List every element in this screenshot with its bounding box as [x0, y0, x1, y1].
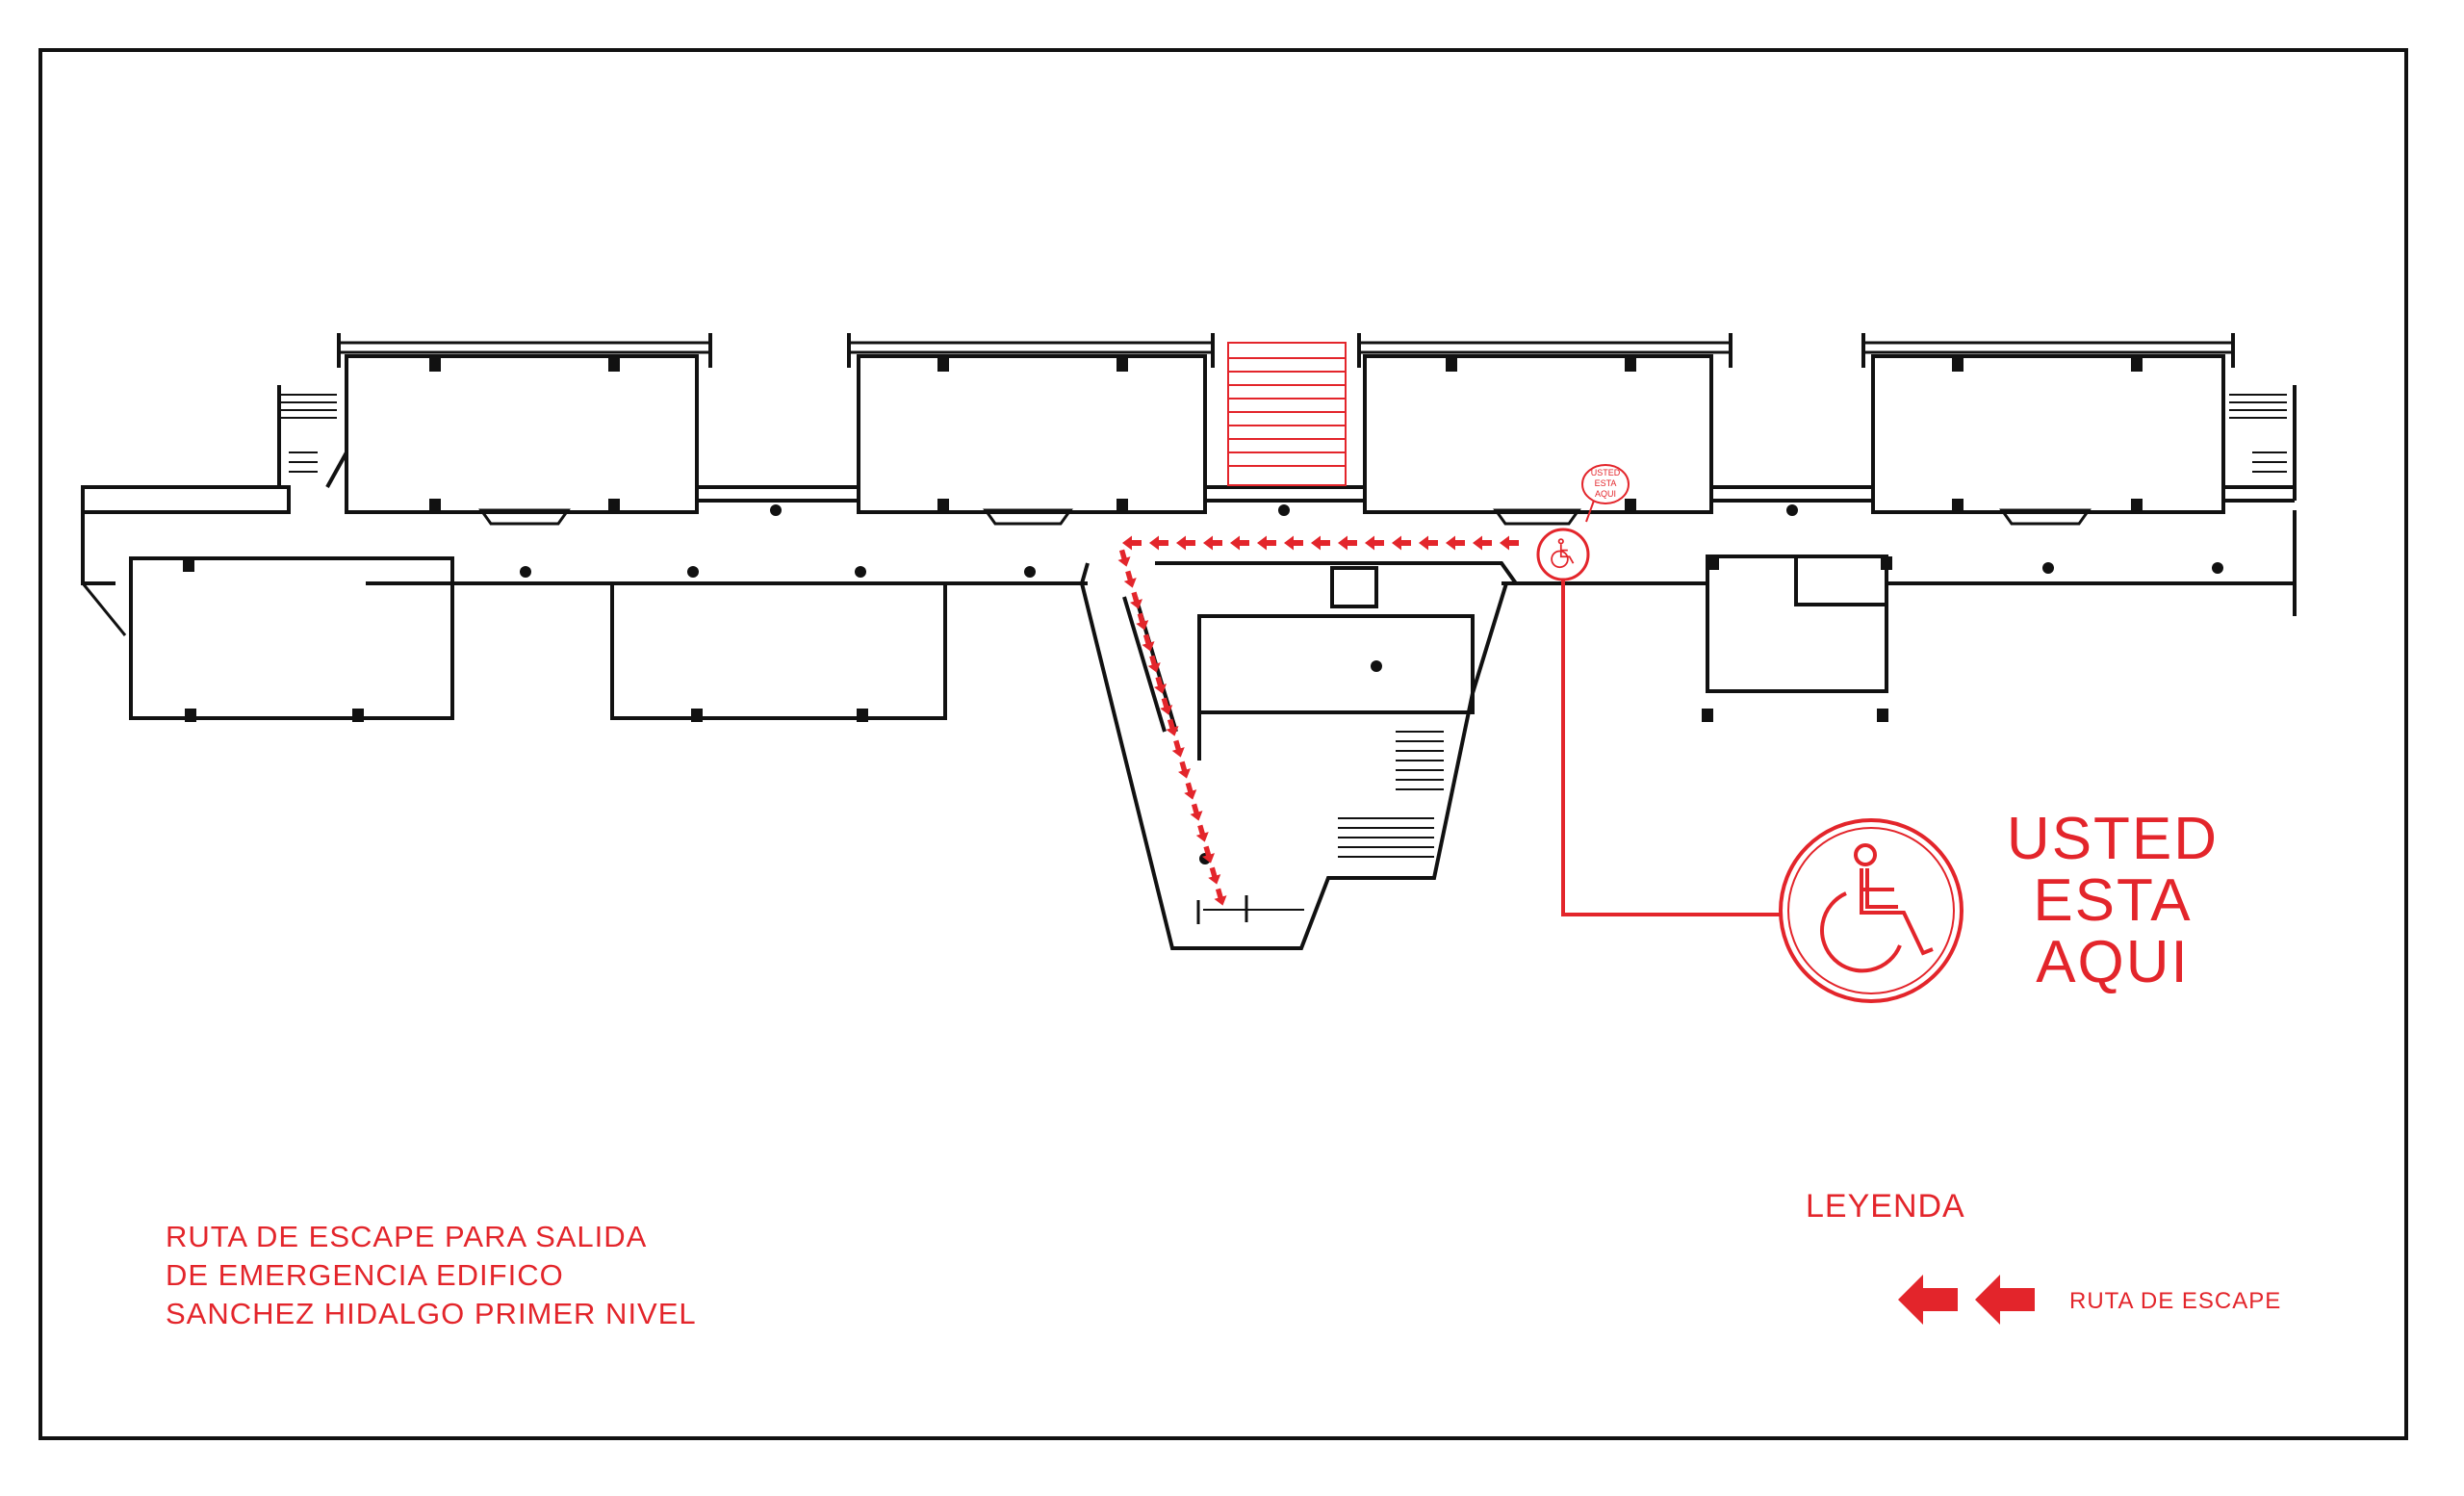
wall-units [478, 508, 2092, 526]
small-label-line-2: ESTA [1595, 478, 1617, 488]
route-arrow [1500, 535, 1519, 551]
route-arrow [1166, 718, 1179, 736]
route-arrow [1136, 612, 1149, 631]
route-arrow [1123, 570, 1137, 588]
route-arrow [1392, 535, 1411, 551]
route-arrow [1446, 535, 1465, 551]
route-arrow [1195, 824, 1209, 842]
right-stair [2229, 394, 2287, 473]
title-line-2: DE EMERGENCIA EDIFICO [166, 1258, 564, 1292]
title-line-3: SANCHEZ HIDALGO PRIMER NIVEL [166, 1297, 697, 1330]
route-arrow [1473, 535, 1492, 551]
map-border [38, 48, 2408, 1440]
you-are-here-line-2: ESTA [2033, 867, 2193, 934]
route-arrow [1160, 697, 1173, 715]
route-arrow [1122, 535, 1142, 551]
top-room-4 [1861, 333, 2235, 514]
route-arrow [1203, 535, 1222, 551]
route-arrow [1338, 535, 1357, 551]
main-stairwell [1227, 342, 1347, 486]
route-arrow [1230, 535, 1249, 551]
route-arrow [1214, 888, 1227, 906]
route-arrow [1178, 761, 1191, 779]
route-arrow [1190, 803, 1203, 821]
legend-title: LEYENDA [1806, 1188, 1965, 1225]
building-floor-plan [81, 333, 2297, 950]
central-stair [1338, 731, 1444, 858]
map-title: RUTA DE ESCAPE PARA SALIDA DE EMERGENCIA… [166, 1218, 697, 1333]
route-arrow [1117, 549, 1131, 567]
you-are-here-line-1: USTED [2006, 806, 2220, 872]
legend-item-label: RUTA DE ESCAPE [2069, 1288, 2282, 1314]
route-arrow [1419, 535, 1438, 551]
route-arrow [1130, 591, 1142, 609]
structural-columns [183, 358, 2143, 722]
route-arrow [1171, 739, 1185, 758]
top-room-3 [1357, 333, 1732, 514]
top-room-2 [847, 333, 1215, 514]
route-arrow [1311, 535, 1330, 551]
arrow-left-icon [1898, 1275, 1958, 1325]
small-label-line-3: AQUI [1595, 489, 1616, 499]
you-are-here-label: USTED ESTA AQUI [2002, 809, 2223, 993]
legend-route-icon [1898, 1275, 2035, 1325]
you-are-here-large-icon [1779, 818, 1964, 1003]
route-arrow [1176, 535, 1195, 551]
route-arrow [1208, 866, 1221, 885]
route-arrow [1184, 782, 1197, 800]
corridor-columns [520, 504, 2223, 864]
you-are-here-marker: USTED ESTA AQUI [1536, 464, 1630, 581]
route-arrow [1154, 676, 1167, 694]
top-room-1 [337, 333, 712, 514]
route-arrow [1202, 845, 1215, 864]
title-line-1: RUTA DE ESCAPE PARA SALIDA [166, 1220, 648, 1253]
small-label-line-1: USTED [1591, 468, 1621, 477]
route-arrow [1142, 633, 1155, 652]
route-arrow [1147, 655, 1161, 673]
left-stair [279, 394, 337, 473]
route-arrow [1149, 535, 1168, 551]
you-are-here-line-3: AQUI [2036, 929, 2190, 995]
route-arrow [1284, 535, 1303, 551]
arrow-left-icon [1975, 1275, 2035, 1325]
route-arrow [1365, 535, 1384, 551]
wheelchair-icon [1820, 843, 1934, 973]
escape-route [1117, 535, 1519, 906]
wheelchair-icon [1551, 538, 1575, 569]
route-arrow [1257, 535, 1276, 551]
callout-line [1561, 580, 1783, 916]
